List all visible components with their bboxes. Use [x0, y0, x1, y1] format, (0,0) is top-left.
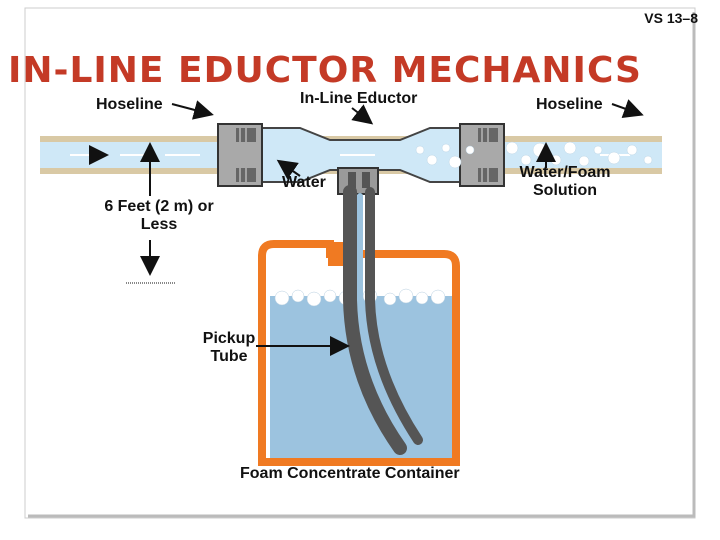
label-in-line-eductor: In-Line Eductor: [300, 90, 418, 107]
right-coupling: [459, 123, 505, 187]
frame-shadow: [28, 12, 696, 518]
arrow-hoseline-left: [171, 100, 214, 120]
label-pickup-tube: Pickup Tube: [202, 330, 256, 365]
left-coupling: [217, 123, 263, 187]
label-water-foam-solution: Water/Foam Solution: [519, 164, 611, 199]
label-hoseline-right: Hoseline: [536, 96, 603, 113]
arrow-water: [276, 159, 301, 180]
label-hoseline-left: Hoseline: [96, 96, 163, 113]
pickup-tube: [343, 185, 423, 455]
arrow-hoseline-right: [611, 99, 644, 119]
label-water: Water: [282, 174, 326, 191]
label-six-feet: 6 Feet (2 m) or Less: [104, 198, 214, 233]
label-foam-concentrate-container: Foam Concentrate Container: [240, 465, 460, 482]
foam-concentrate-container: [258, 240, 460, 466]
page-title: IN-LINE EDUCTOR MECHANICS: [8, 50, 642, 91]
pointer-arrows: [140, 99, 644, 356]
slide-number: VS 13–8: [644, 10, 698, 26]
arrow-in-line-eductor: [351, 104, 374, 125]
